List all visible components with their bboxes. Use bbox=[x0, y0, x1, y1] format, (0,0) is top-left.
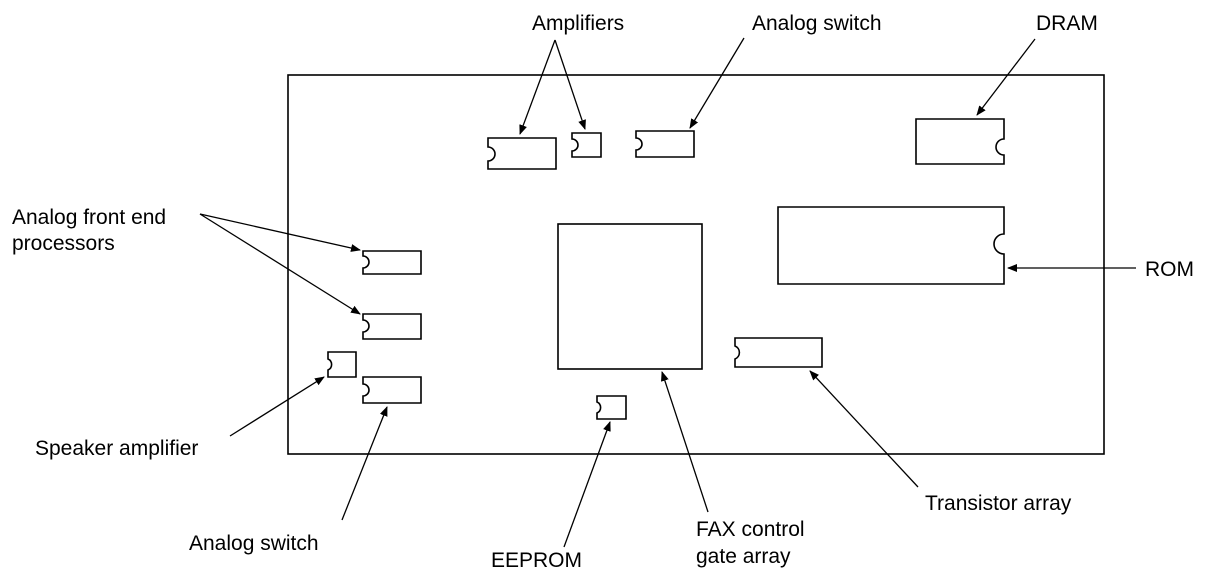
analog-front-end-processor-chip-2 bbox=[362, 313, 422, 340]
transistor-array-label: Transistor array bbox=[925, 492, 1072, 515]
analog-switch-chip-bottom bbox=[362, 376, 422, 404]
amplifiers-leader-2 bbox=[554, 39, 586, 130]
rom-chip bbox=[777, 206, 1005, 285]
afe-leader-2 bbox=[199, 213, 361, 315]
eeprom-chip bbox=[596, 395, 627, 420]
analog-front-end-label-line2: processors bbox=[12, 232, 115, 255]
rom-label: ROM bbox=[1145, 258, 1194, 281]
eeprom-label: EEPROM bbox=[491, 549, 582, 572]
analog-switch-top-leader bbox=[689, 37, 745, 129]
amplifiers-leader-1 bbox=[519, 39, 556, 135]
dram-chip bbox=[915, 118, 1005, 165]
analog-switch-chip-top bbox=[635, 130, 695, 158]
fax-gate-array-leader bbox=[661, 371, 709, 513]
fax-control-gate-array-chip bbox=[557, 223, 703, 370]
speaker-amplifier-leader bbox=[229, 376, 325, 437]
circuit-board-outline bbox=[287, 74, 1105, 455]
amplifier-chip-small bbox=[571, 132, 602, 158]
analog-switch-bottom-label: Analog switch bbox=[189, 532, 319, 555]
analog-switch-top-label: Analog switch bbox=[752, 12, 882, 35]
dram-leader bbox=[976, 38, 1036, 116]
transistor-array-leader bbox=[809, 370, 919, 488]
afe-leader-1 bbox=[199, 213, 361, 252]
amplifiers-label: Amplifiers bbox=[532, 12, 624, 35]
fax-control-label-line2: gate array bbox=[696, 545, 791, 568]
fax-control-label-line1: FAX control bbox=[696, 518, 805, 541]
analog-switch-bottom-leader bbox=[341, 406, 388, 521]
analog-front-end-processor-chip-1 bbox=[362, 250, 422, 275]
analog-front-end-label-line1: Analog front end bbox=[12, 206, 166, 229]
speaker-amplifier-chip bbox=[327, 351, 357, 378]
eeprom-leader bbox=[563, 421, 611, 548]
transistor-array-chip bbox=[734, 337, 823, 368]
dram-label: DRAM bbox=[1036, 12, 1098, 35]
speaker-amplifier-label: Speaker amplifier bbox=[35, 437, 198, 460]
amplifier-chip-large bbox=[487, 137, 557, 170]
